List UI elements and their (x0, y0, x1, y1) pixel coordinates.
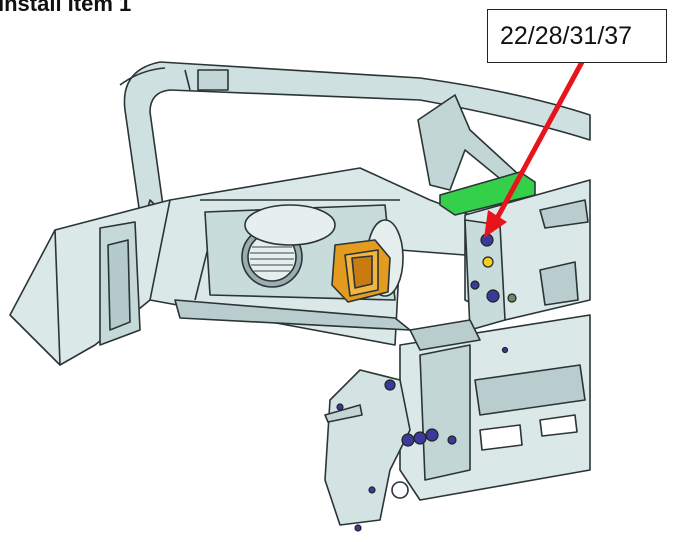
bolt-icon (336, 233, 517, 532)
callout-label-box: 22/28/31/37 (487, 9, 667, 63)
bumper-hoop-tube (123, 61, 591, 221)
red-arrow-icon (484, 59, 585, 238)
hoop-bracket (197, 69, 229, 91)
tow-plate (324, 369, 411, 526)
lamp-housing-left (244, 204, 336, 246)
instruction-heading: Install Item 1 (0, 0, 132, 16)
